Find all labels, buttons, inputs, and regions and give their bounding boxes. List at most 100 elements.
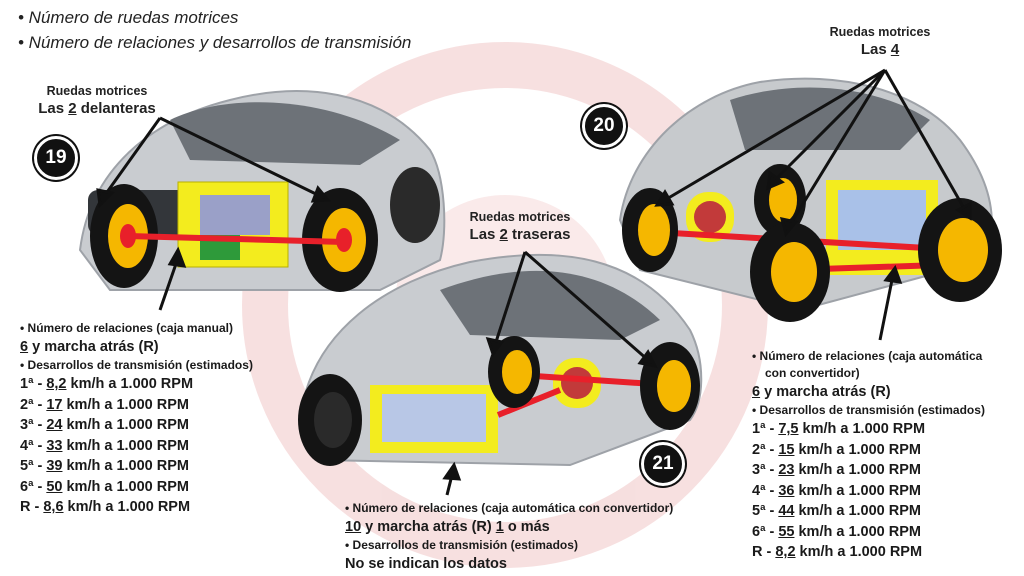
drive-wheels-value: Las 4 (820, 41, 940, 58)
ratio-gear: 3ª - (20, 417, 47, 433)
car-19-drive-label: Ruedas motrices Las 2 delanteras (22, 84, 172, 117)
ratio-suffix: km/h a 1.000 RPM (62, 437, 189, 454)
ratio-value: 33 (46, 437, 63, 454)
ratio-suffix: km/h a 1.000 RPM (62, 478, 189, 495)
ratio-gear: 2ª - (20, 396, 47, 413)
car-20-drive-label: Ruedas motrices Las 4 (820, 25, 940, 58)
ratio-row: 6ª - 50 km/h a 1.000 RPM (20, 477, 320, 498)
ratio-row: 4ª - 36 km/h a 1.000 RPM (752, 481, 1020, 502)
dev-title: • Desarrollos de transmisión (estimados) (345, 538, 578, 552)
ratio-value: 17 (46, 396, 63, 413)
ratio-value: 36 (778, 482, 795, 499)
ratio-gear: 4ª - (20, 437, 47, 454)
gears-rest: o más (503, 519, 550, 535)
drive-label-text: Ruedas motrices (46, 84, 148, 98)
car-21-drive-label: Ruedas motrices Las 2 traseras (455, 210, 585, 243)
ratio-value: 8,6 (43, 499, 64, 515)
ratio-gear: 5ª - (20, 458, 47, 474)
drive-pre: Las (469, 226, 500, 243)
ratio-suffix: km/h a 1.000 RPM (794, 523, 921, 540)
car-21-illustration (298, 253, 703, 467)
gears-count: 6 y marcha atrás (R) (752, 382, 1020, 402)
ratio-row: 5ª - 44 km/h a 1.000 RPM (752, 501, 1020, 522)
gears-rest: y marcha atrás (R) (28, 339, 159, 355)
car-20-illustration (618, 77, 1002, 322)
gears-num: 10 (345, 519, 362, 535)
ratio-gear: 5ª - (752, 503, 779, 519)
gears-mid: y marcha atrás (R) (361, 519, 496, 535)
ratio-row: R - 8,6 km/h a 1.000 RPM (20, 497, 320, 518)
ratio-value: 55 (778, 523, 795, 540)
ratio-row: R - 8,2 km/h a 1.000 RPM (752, 542, 1020, 563)
ratio-row: 2ª - 17 km/h a 1.000 RPM (20, 395, 320, 416)
ratio-row: 1ª - 7,5 km/h a 1.000 RPM (752, 419, 1020, 440)
callout-arrows (96, 68, 972, 496)
gears-title: • Número de relaciones (caja automática … (345, 501, 674, 515)
car-21-specs: • Número de relaciones (caja automática … (345, 500, 725, 574)
gears-num-2: 1 (495, 519, 504, 535)
ratio-gear: 6ª - (20, 478, 47, 495)
wheel-icon (918, 198, 1002, 302)
gears-num: 6 (752, 384, 761, 400)
ratio-row: 1ª - 8,2 km/h a 1.000 RPM (20, 374, 320, 395)
ratio-suffix: km/h a 1.000 RPM (66, 376, 194, 392)
ratio-suffix: km/h a 1.000 RPM (794, 462, 921, 478)
ratio-suffix: km/h a 1.000 RPM (795, 544, 923, 560)
ratio-row: 6ª - 55 km/h a 1.000 RPM (752, 522, 1020, 543)
drive-pre: Las (860, 41, 891, 58)
ratio-row: 4ª - 33 km/h a 1.000 RPM (20, 436, 320, 457)
ratio-gear: 4ª - (752, 482, 779, 499)
drive-post: traseras (507, 226, 571, 243)
wheel-icon (298, 374, 362, 466)
wheel-icon (622, 188, 678, 272)
ratio-gear: 3ª - (752, 462, 779, 478)
ratio-value: 15 (778, 441, 795, 458)
ratio-suffix: km/h a 1.000 RPM (63, 499, 191, 515)
gears-num: 6 (20, 339, 29, 355)
ratio-value: 50 (46, 478, 63, 495)
ratio-row: 3ª - 24 km/h a 1.000 RPM (20, 415, 320, 436)
dev-title: • Desarrollos de transmisión (estimados) (20, 358, 253, 372)
gears-title: • Número de relaciones (caja automática (752, 349, 983, 363)
wheel-icon (750, 222, 830, 322)
ratio-row: 5ª - 39 km/h a 1.000 RPM (20, 456, 320, 477)
drive-label-text: Ruedas motrices (829, 25, 931, 39)
ratio-value: 23 (778, 462, 795, 478)
ratio-gear: R - (752, 544, 776, 560)
drive-post: delanteras (76, 100, 156, 117)
ratio-gear: 6ª - (752, 523, 779, 540)
ratio-gear: 1ª - (752, 421, 779, 437)
ratio-gear: 2ª - (752, 441, 779, 458)
car-21-badge: 21 (641, 442, 685, 486)
wheel-icon (488, 336, 540, 408)
gears-rest: y marcha atrás (R) (760, 384, 891, 400)
ratio-value: 39 (46, 458, 63, 474)
drive-wheels-value: Las 2 traseras (455, 226, 585, 243)
car-20-specs: • Número de relaciones (caja automática … (752, 348, 1020, 563)
ratio-suffix: km/h a 1.000 RPM (62, 396, 189, 413)
ratio-suffix: km/h a 1.000 RPM (62, 417, 189, 433)
ratio-gear: 1ª - (20, 376, 47, 392)
car-19-illustration (78, 90, 446, 292)
car-19-specs: • Número de relaciones (caja manual) 6 y… (20, 320, 320, 518)
ratio-suffix: km/h a 1.000 RPM (62, 458, 189, 474)
ratio-suffix: km/h a 1.000 RPM (794, 503, 921, 519)
drive-num: 2 (499, 226, 508, 243)
ratio-suffix: km/h a 1.000 RPM (794, 482, 921, 499)
ratio-value: 8,2 (775, 544, 796, 560)
car-19-badge: 19 (34, 136, 78, 180)
gears-title: • Número de relaciones (caja manual) (20, 321, 233, 335)
gears-count: 10 y marcha atrás (R) 1 o más (345, 517, 725, 537)
dev-title: • Desarrollos de transmisión (estimados) (752, 403, 985, 417)
drive-label-text: Ruedas motrices (469, 210, 571, 224)
ratio-row: 3ª - 23 km/h a 1.000 RPM (752, 460, 1020, 481)
drive-pre: Las (38, 100, 69, 117)
header-line-1: • Número de ruedas motrices (18, 8, 239, 27)
gears-title-cont: con convertidor) (765, 366, 860, 380)
ratio-gear: R - (20, 499, 44, 515)
ratio-row: 2ª - 15 km/h a 1.000 RPM (752, 440, 1020, 461)
ratio-value: 44 (778, 503, 795, 519)
